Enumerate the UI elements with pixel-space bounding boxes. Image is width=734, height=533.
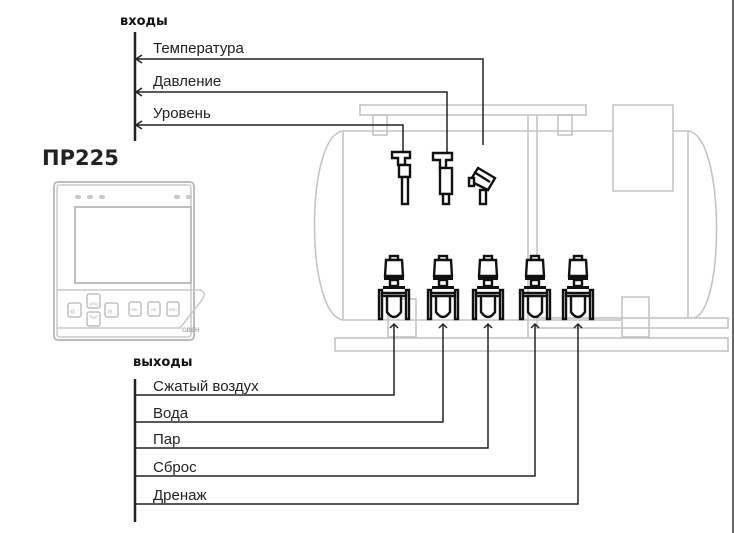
support-right xyxy=(557,114,573,136)
ok-button[interactable]: OK xyxy=(147,301,161,317)
nav-right-button[interactable]: » xyxy=(104,302,119,318)
device-frame xyxy=(53,181,195,341)
ok-button-label: OK xyxy=(151,307,157,312)
valve-steam-icon xyxy=(471,254,505,329)
chevron-up-icon: ︽ xyxy=(89,297,98,307)
device-screen xyxy=(74,206,192,284)
pressure-sensor-icon xyxy=(431,151,454,206)
arrow-level-icon xyxy=(134,120,143,130)
arrow-temperature-icon xyxy=(134,54,143,64)
wire-level xyxy=(136,124,404,152)
arrow-pressure-icon xyxy=(134,87,143,97)
output-label-air: Сжатый воздух xyxy=(153,378,259,395)
outlet-pipe xyxy=(536,317,729,329)
output-label-release: Сброс xyxy=(153,459,197,476)
tank-hatch xyxy=(612,104,674,192)
valve-air-icon xyxy=(377,254,411,329)
wire-pressure xyxy=(136,91,448,152)
base-platform xyxy=(334,337,729,352)
wire-temperature xyxy=(136,58,484,145)
esc-button[interactable]: ESC xyxy=(166,301,180,317)
sel-button-label: SEL xyxy=(131,307,139,312)
nav-left-button[interactable]: « xyxy=(67,302,82,318)
device-name: ПР225 xyxy=(42,146,119,170)
input-label-temperature: Температура xyxy=(153,40,245,57)
brand-logo: ОВЕН xyxy=(182,328,199,334)
valve-release-icon xyxy=(518,254,552,329)
tank-left-cap xyxy=(313,130,344,321)
nav-up-button[interactable]: ︽ xyxy=(86,293,101,309)
output-label-drain: Дренаж xyxy=(153,487,207,504)
outputs-title: выходы xyxy=(133,355,193,370)
valve-water-icon xyxy=(426,254,460,329)
wire-release xyxy=(135,324,536,477)
wire-air xyxy=(135,324,395,396)
inputs-title: входы xyxy=(120,14,168,29)
input-label-pressure: Давление xyxy=(153,73,221,90)
nav-down-button[interactable]: ︾ xyxy=(86,311,101,327)
esc-button-label: ESC xyxy=(169,307,177,312)
level-sensor-icon xyxy=(390,150,412,206)
led-3 xyxy=(99,195,105,199)
tank-right-cap xyxy=(687,130,718,319)
tank xyxy=(313,104,729,352)
device-panel: « ︽ ︾ » SEL OK ESC ОВЕН xyxy=(53,181,205,341)
top-platform xyxy=(359,104,587,116)
valve-drain-icon xyxy=(561,254,595,329)
led-1 xyxy=(75,195,81,199)
chevron-right-icon: » xyxy=(107,306,113,317)
temperature-sensor-icon xyxy=(467,166,497,206)
sel-button[interactable]: SEL xyxy=(128,301,142,317)
chevron-down-icon: ︾ xyxy=(89,315,98,325)
output-label-steam: Пар xyxy=(153,431,180,448)
wire-water xyxy=(135,324,444,423)
led-5 xyxy=(186,195,192,199)
led-4 xyxy=(174,195,180,199)
outlet-box xyxy=(621,296,650,338)
wire-steam xyxy=(135,324,489,449)
input-label-level: Уровень xyxy=(153,105,211,122)
led-2 xyxy=(87,195,93,199)
chevron-left-icon: « xyxy=(70,306,76,317)
output-label-water: Вода xyxy=(153,405,189,422)
wire-drain xyxy=(135,324,579,505)
